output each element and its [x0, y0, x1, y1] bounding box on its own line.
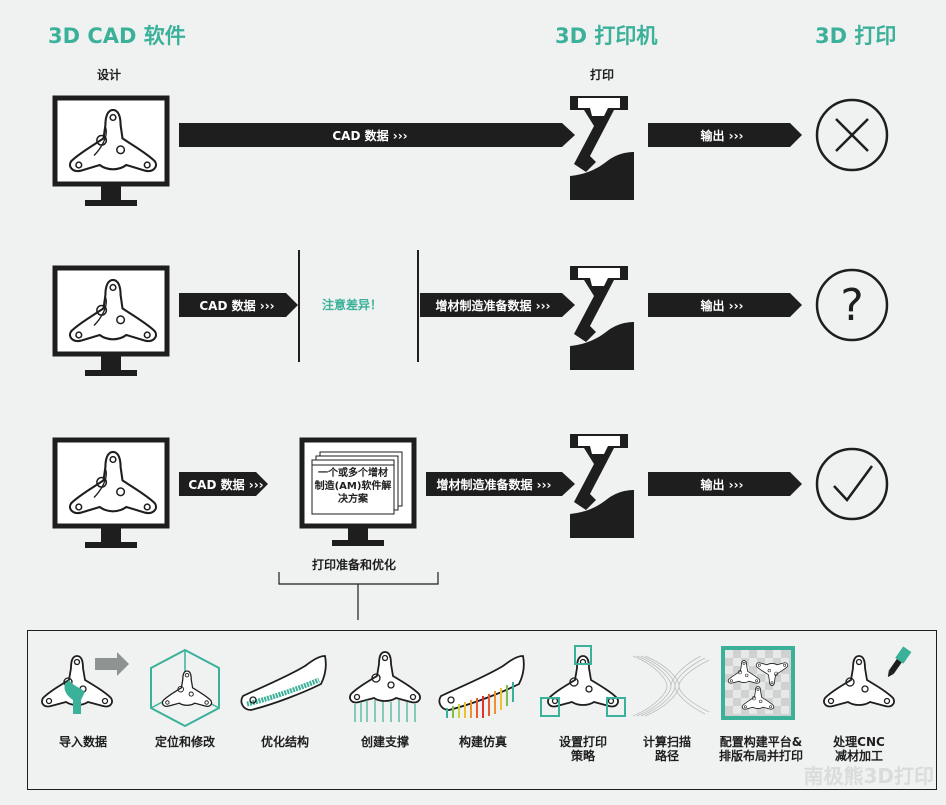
arrow-label-output-2: 输出 ››› — [700, 298, 743, 313]
arrow-label-cad-1: CAD 数据 ››› — [332, 128, 407, 143]
optimize-icon — [240, 655, 327, 711]
am-software-line3: 决方案 — [338, 494, 368, 505]
step-platform-label: 配置构建平台&排版布局并打印 — [706, 735, 816, 763]
monitor-cad-1 — [55, 98, 167, 206]
prep-optimize-label: 打印准备和优化 — [312, 558, 397, 572]
row1: CAD 数据 ››› 输出 ››› — [55, 96, 889, 206]
position-icon — [150, 648, 220, 728]
arrow-am-data-3 — [426, 472, 575, 496]
monitor-cad-2 — [55, 268, 167, 376]
step-simulation-line1: 构建仿真 — [458, 735, 507, 749]
am-software-line1: 一个或多个增材 — [318, 468, 388, 479]
svg-text:?: ? — [840, 280, 863, 331]
monitor-cad-3 — [55, 440, 167, 548]
arrow-cad-data-2 — [179, 293, 298, 317]
arrow-cad-data-3 — [179, 472, 268, 496]
label-design: 设计 — [97, 68, 122, 82]
simulation-icon — [438, 655, 525, 718]
header-cad-software: 3D CAD 软件 — [48, 24, 186, 48]
watermark: 南极熊3D打印 — [803, 764, 934, 788]
printer-icon-3 — [570, 434, 634, 538]
step-strategy-label: 设置打印策略 — [538, 735, 628, 763]
support-icon — [349, 651, 421, 722]
fail-icon — [815, 98, 889, 172]
step-strategy-line2: 策略 — [570, 749, 595, 763]
step-support-line1: 创建支撑 — [360, 735, 409, 749]
arrow-am-data-2 — [420, 293, 575, 317]
step-cnc-line2: 减材加工 — [834, 749, 883, 763]
arrow-output-1 — [648, 123, 802, 147]
workflow-diagram: CAD 数据 ››› 输出 ››› CAD 数据 ››› 增材制造准备数据 ››… — [0, 0, 889, 620]
arrow-label-cad-3: CAD 数据 ››› — [188, 477, 263, 492]
step-position-label: 定位和修改 — [140, 735, 230, 749]
printer-icon-2 — [570, 266, 634, 370]
strategy-icon — [540, 645, 626, 717]
arrow-label-output-1: 输出 ››› — [700, 128, 743, 143]
scanpath-icon — [632, 655, 710, 717]
step-optimize-line1: 优化结构 — [260, 735, 309, 749]
arrow-output-2 — [648, 293, 802, 317]
step-scanpath-line1: 计算扫描 — [642, 735, 691, 749]
step-platform-line2: 排版布局并打印 — [718, 749, 803, 763]
step-strategy-line1: 设置打印 — [558, 735, 607, 749]
monitor-am-software — [299, 437, 417, 546]
step-optimize-label: 优化结构 — [240, 735, 330, 749]
arrow-label-output-3: 输出 ››› — [700, 477, 743, 492]
arrow-label-am-3: 增材制造准备数据 ››› — [436, 477, 551, 492]
arrow-label-cad-2: CAD 数据 ››› — [199, 298, 274, 313]
step-simulation-label: 构建仿真 — [438, 735, 528, 749]
arrow-output-3 — [648, 472, 802, 496]
header-3d-print: 3D 打印 — [815, 24, 897, 48]
am-software-line2: 制造(AM)软件解 — [314, 481, 392, 492]
step-cnc-line1: 处理CNC — [833, 735, 885, 749]
step-support-label: 创建支撑 — [340, 735, 430, 749]
prep-bracket — [278, 572, 439, 620]
arrow-label-am-2: 增材制造准备数据 ››› — [435, 298, 550, 313]
row3: CAD 数据 ››› 增材制造准备数据 ››› 输出 ››› — [55, 434, 889, 548]
label-print: 打印 — [590, 68, 615, 82]
step-import-line1: 导入数据 — [58, 735, 107, 749]
am-software-text: 一个或多个增材 制造(AM)软件解 决方案 — [312, 467, 394, 506]
question-icon: ? — [815, 268, 889, 342]
process-icons — [41, 645, 912, 728]
platform-icon — [721, 646, 795, 720]
header-3d-printer: 3D 打印机 — [555, 24, 658, 48]
step-scanpath-label: 计算扫描路径 — [622, 735, 712, 763]
step-position-line1: 定位和修改 — [154, 735, 215, 749]
step-import-label: 导入数据 — [38, 735, 128, 749]
check-icon — [815, 447, 889, 521]
step-scanpath-line2: 路径 — [654, 749, 679, 763]
warning-difference: 注意差异！ — [322, 298, 383, 312]
cnc-icon — [823, 646, 912, 708]
arrow-cad-data-1 — [179, 123, 575, 147]
printer-icon-1 — [570, 96, 634, 200]
row2: CAD 数据 ››› 增材制造准备数据 ››› 输出 ››› ? — [55, 250, 889, 376]
step-platform-line1: 配置构建平台& — [719, 735, 803, 749]
import-icon — [41, 652, 129, 714]
